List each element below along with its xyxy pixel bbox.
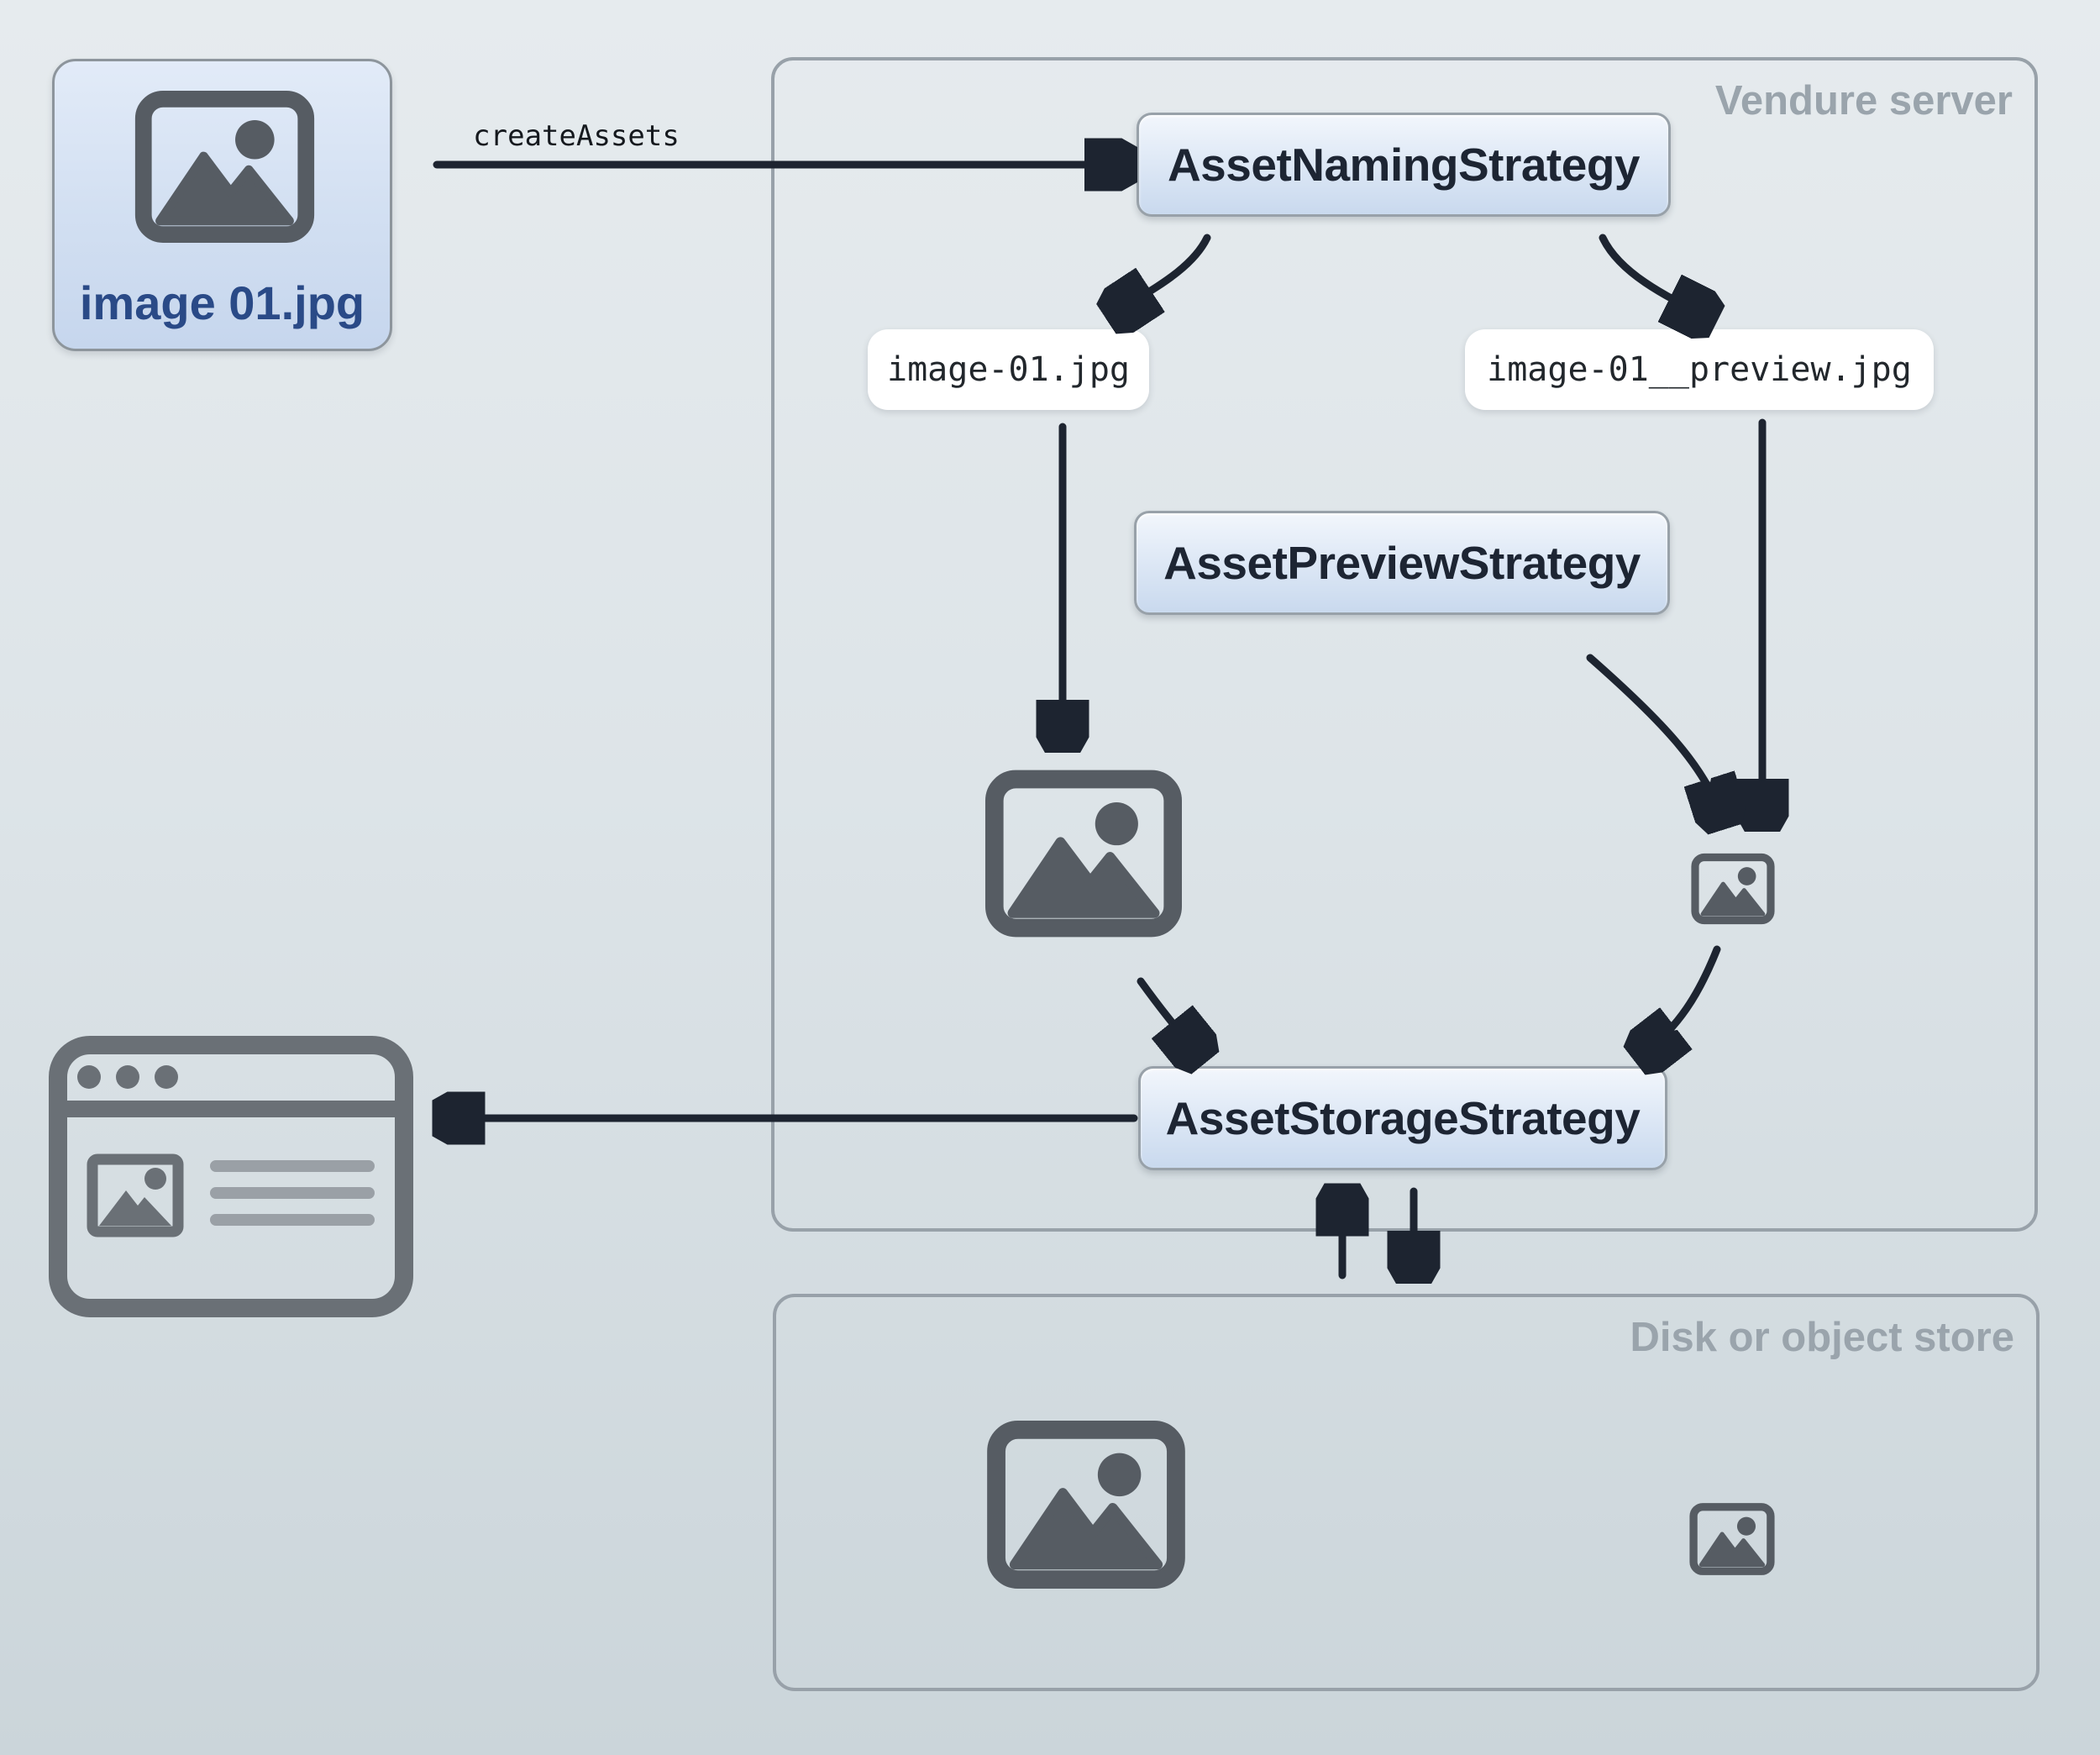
asset-naming-strategy-box: AssetNamingStrategy <box>1137 113 1671 217</box>
browser-icon <box>49 1036 413 1317</box>
asset-preview-strategy-label: AssetPreviewStrategy <box>1163 537 1641 589</box>
image-icon <box>984 769 1183 938</box>
image-preview-icon <box>1691 853 1775 925</box>
asset-naming-strategy-label: AssetNamingStrategy <box>1167 139 1641 191</box>
image-icon <box>134 85 315 249</box>
vendure-server-title: Vendure server <box>1714 78 2013 123</box>
asset-storage-strategy-label: AssetStorageStrategy <box>1165 1092 1641 1144</box>
asset-preview-strategy-box: AssetPreviewStrategy <box>1134 511 1670 615</box>
create-assets-label: createAssets <box>473 119 680 153</box>
source-image-filename: image 01.jpg <box>79 276 365 329</box>
stored-image-icon <box>986 1420 1186 1589</box>
disk-store-container: Disk or object store <box>773 1294 2040 1691</box>
stored-preview-icon <box>1689 1502 1775 1576</box>
source-filename-pill: image-01.jpg <box>868 329 1149 410</box>
asset-storage-strategy-box: AssetStorageStrategy <box>1138 1066 1667 1170</box>
preview-filename-text: image-01__preview.jpg <box>1487 350 1912 389</box>
source-filename-text: image-01.jpg <box>887 350 1130 389</box>
preview-filename-pill: image-01__preview.jpg <box>1465 329 1934 410</box>
source-image-card: image 01.jpg <box>52 59 392 351</box>
disk-store-title: Disk or object store <box>1630 1315 2014 1360</box>
vendure-server-container: Vendure server <box>771 57 2038 1232</box>
